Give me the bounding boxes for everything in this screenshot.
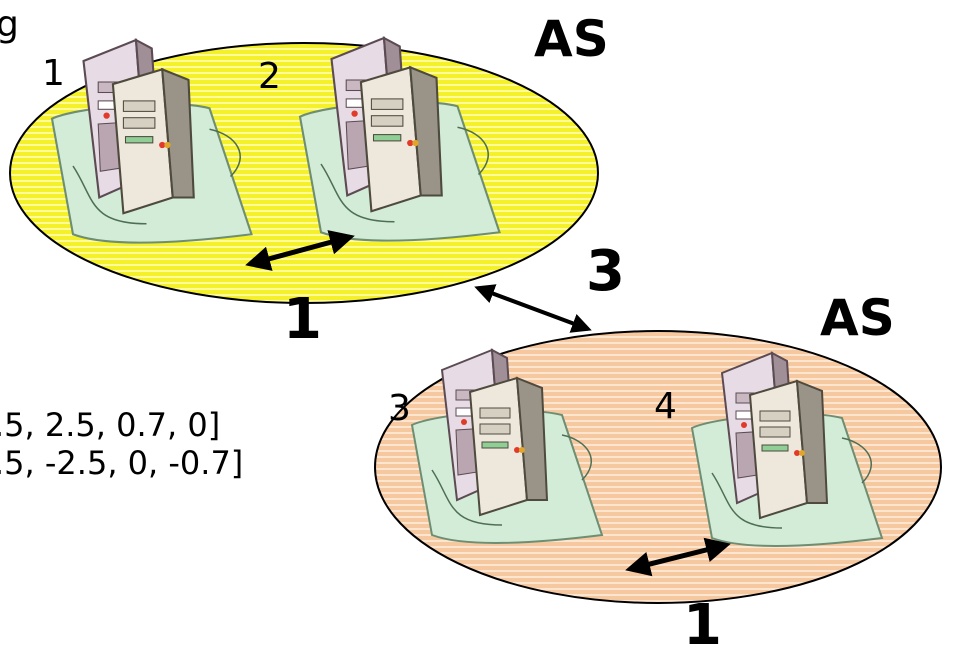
cost-label-between: 3 [586, 239, 625, 304]
corner-text: g [0, 4, 19, 45]
cost-label-top: 1 [283, 287, 322, 352]
link-arrow-bottom-icon [625, 537, 731, 577]
as-bottom-label: AS [820, 289, 895, 347]
node-label-4: 4 [654, 386, 677, 427]
link-arrow-top-icon [245, 230, 355, 271]
distance-vector-2: .5, -2.5, 0, -0.7] [0, 444, 243, 482]
node-label-2: 2 [258, 56, 281, 97]
cost-label-bottom: 1 [683, 593, 722, 648]
node-label-1: 1 [42, 53, 65, 94]
link-arrow-between-icon [474, 284, 592, 333]
as-top-label: AS [534, 10, 609, 68]
node-label-3: 3 [388, 388, 411, 429]
distance-vector-1: .5, 2.5, 0.7, 0] [0, 406, 220, 444]
